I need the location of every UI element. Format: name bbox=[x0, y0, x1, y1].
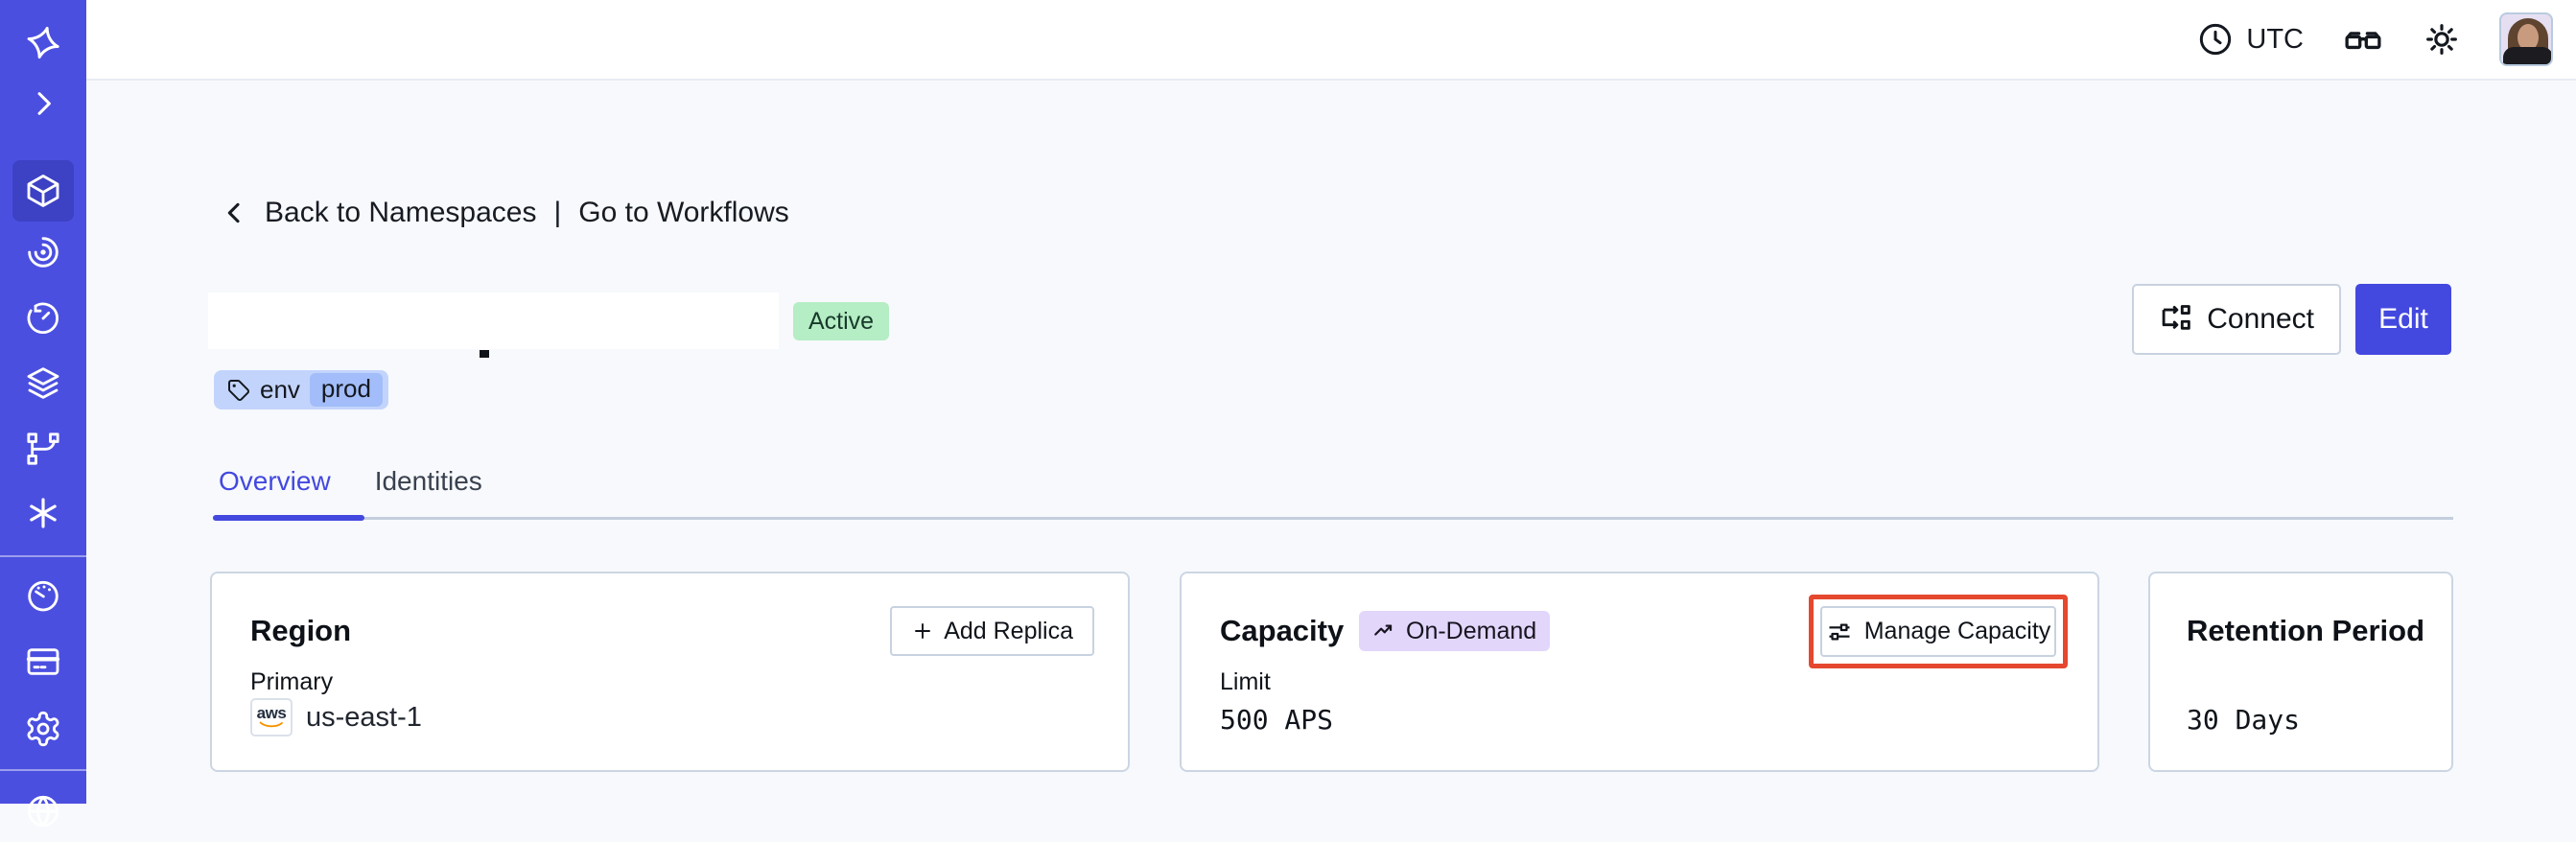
go-to-workflows-link[interactable]: Go to Workflows bbox=[578, 197, 789, 228]
topbar: UTC bbox=[86, 0, 2576, 81]
sidebar-item-schedules[interactable] bbox=[12, 288, 74, 349]
capacity-card: Capacity On-Demand Manage Capacity Limi bbox=[1180, 572, 2099, 772]
billing-card-icon bbox=[24, 643, 62, 681]
back-to-namespaces-link[interactable]: Back to Namespaces bbox=[265, 197, 537, 228]
tab-bar-baseline bbox=[213, 517, 2453, 520]
temporal-logo[interactable] bbox=[12, 12, 74, 74]
chevron-left-icon[interactable] bbox=[219, 198, 249, 228]
main-content: Back to Namespaces | Go to Workflows Act… bbox=[86, 81, 2576, 804]
ondemand-badge-label: On-Demand bbox=[1406, 617, 1537, 644]
temporal-logo-icon bbox=[23, 23, 63, 63]
retention-card: Retention Period 30 Days bbox=[2148, 572, 2453, 772]
aws-logo-text: aws bbox=[256, 704, 287, 722]
sliders-icon bbox=[1826, 619, 1853, 645]
clock-timer-icon bbox=[24, 299, 62, 338]
avatar-face bbox=[2517, 24, 2539, 51]
capacity-card-title: Capacity bbox=[1220, 614, 1345, 647]
cube-icon bbox=[24, 172, 62, 210]
brightness-theme-icon[interactable] bbox=[2423, 20, 2461, 58]
branch-icon bbox=[24, 430, 62, 468]
status-badge: Active bbox=[793, 302, 890, 340]
sidebar-item-settings[interactable] bbox=[12, 698, 74, 760]
redacted-namespace-title bbox=[208, 292, 779, 349]
sidebar-item-branch[interactable] bbox=[12, 418, 74, 479]
sidebar-divider bbox=[0, 555, 86, 557]
sidebar-expand-button[interactable] bbox=[12, 73, 74, 134]
breadcrumb: Back to Namespaces | Go to Workflows bbox=[219, 197, 789, 229]
connect-flow-icon bbox=[2159, 302, 2193, 337]
trending-up-icon bbox=[1372, 619, 1397, 643]
region-card: Region Add Replica Primary aws us-east-1 bbox=[210, 572, 1130, 772]
aws-logo: aws bbox=[250, 698, 293, 737]
add-replica-label: Add Replica bbox=[944, 617, 1073, 644]
sidebar-item-usage[interactable] bbox=[12, 565, 74, 626]
connect-button[interactable]: Connect bbox=[2132, 284, 2341, 355]
sidebar-item-support[interactable] bbox=[12, 781, 74, 842]
timezone-selector[interactable]: UTC bbox=[2196, 20, 2304, 58]
sidebar-item-namespaces[interactable] bbox=[12, 160, 74, 222]
user-avatar[interactable] bbox=[2499, 12, 2553, 66]
namespace-title-fragment bbox=[480, 350, 489, 358]
tab-identities[interactable]: Identities bbox=[374, 466, 482, 496]
add-replica-button[interactable]: Add Replica bbox=[890, 606, 1094, 656]
retention-value: 30 Days bbox=[2187, 704, 2301, 736]
sidebar bbox=[0, 0, 86, 828]
layers-icon bbox=[24, 364, 62, 403]
spiral-icon bbox=[24, 233, 62, 271]
globe-icon bbox=[24, 792, 62, 830]
gauge-icon bbox=[24, 576, 62, 615]
timezone-label: UTC bbox=[2246, 23, 2304, 55]
region-card-title: Region bbox=[250, 614, 352, 647]
capacity-limit-value: 500 APS bbox=[1220, 704, 1334, 736]
ondemand-badge: On-Demand bbox=[1359, 611, 1551, 651]
edit-button-label: Edit bbox=[2378, 303, 2428, 335]
limit-label: Limit bbox=[1220, 668, 1271, 695]
region-value: us-east-1 bbox=[306, 701, 422, 733]
chevron-right-icon bbox=[25, 85, 61, 122]
active-tab-underline bbox=[213, 515, 364, 521]
retention-card-title: Retention Period bbox=[2187, 614, 2425, 647]
clock-icon bbox=[2196, 20, 2235, 58]
tag-icon bbox=[227, 379, 250, 402]
avatar-body bbox=[2503, 47, 2551, 64]
primary-label: Primary bbox=[250, 668, 334, 695]
plus-icon bbox=[911, 620, 934, 643]
namespace-tag[interactable]: env prod bbox=[214, 370, 388, 409]
sidebar-item-billing[interactable] bbox=[12, 631, 74, 692]
asterisk-icon bbox=[24, 494, 62, 532]
sidebar-item-layers[interactable] bbox=[12, 353, 74, 414]
region-value-row: aws us-east-1 bbox=[250, 696, 422, 738]
tab-bar: Overview Identities bbox=[219, 466, 482, 522]
breadcrumb-divider: | bbox=[553, 197, 562, 228]
connect-button-label: Connect bbox=[2207, 303, 2314, 335]
gear-icon bbox=[24, 710, 62, 748]
sidebar-divider bbox=[0, 769, 86, 771]
aws-smile-arc bbox=[259, 721, 283, 728]
manage-capacity-button[interactable]: Manage Capacity bbox=[1820, 606, 2056, 657]
edit-button[interactable]: Edit bbox=[2355, 284, 2451, 355]
sidebar-item-spiral[interactable] bbox=[12, 222, 74, 283]
glasses-icon[interactable] bbox=[2342, 18, 2384, 60]
tab-overview[interactable]: Overview bbox=[219, 466, 331, 496]
header-actions: Connect Edit bbox=[2132, 284, 2451, 355]
tag-value-chip: prod bbox=[309, 373, 383, 407]
sidebar-item-batch[interactable] bbox=[12, 482, 74, 544]
manage-capacity-label: Manage Capacity bbox=[1863, 618, 2051, 644]
annotation-highlight-box: Manage Capacity bbox=[1809, 595, 2068, 668]
tag-key: env bbox=[260, 375, 300, 404]
